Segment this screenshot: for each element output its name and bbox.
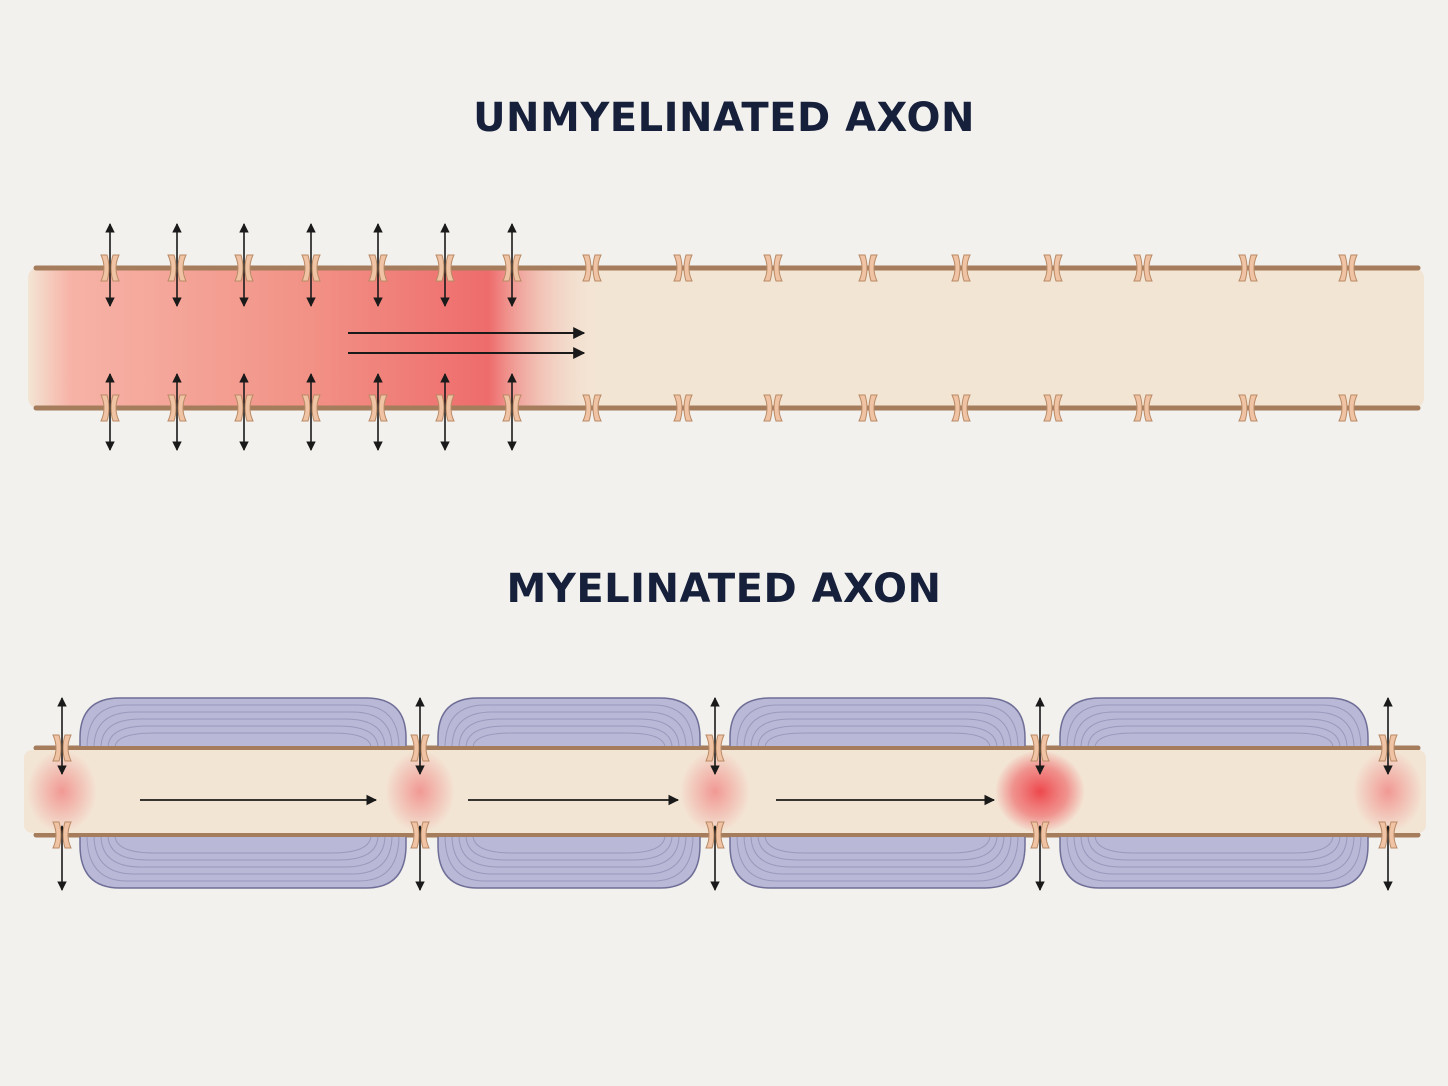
- myelinated-axon-diagram: [24, 697, 1426, 891]
- node-of-ranvier-channel-top: [1030, 734, 1050, 762]
- ion-channel-active-bottom: [100, 394, 120, 422]
- node-of-ranvier-channel-bottom: [52, 821, 72, 849]
- ion-channel-resting-bottom: [858, 394, 878, 422]
- ion-channel-active-bottom: [368, 394, 388, 422]
- ion-channel-resting-bottom: [582, 394, 602, 422]
- node-glow: [385, 750, 455, 833]
- node-glow: [680, 750, 750, 833]
- node-of-ranvier-channel-bottom: [1030, 821, 1050, 849]
- ion-channel-resting-bottom: [1133, 394, 1153, 422]
- myelin-sheath: [437, 697, 701, 889]
- myelin-sheath: [729, 697, 1026, 889]
- ion-channel-resting-bottom: [1238, 394, 1258, 422]
- ion-channel-resting-top: [1133, 254, 1153, 282]
- ion-channel-active-bottom: [502, 394, 522, 422]
- myelin-sheath: [79, 697, 407, 889]
- ion-channel-active-top: [100, 254, 120, 282]
- active-node-depolarization: [995, 750, 1085, 833]
- ion-channel-resting-top: [1338, 254, 1358, 282]
- node-of-ranvier-channel-bottom: [410, 821, 430, 849]
- ion-channel-active-top: [368, 254, 388, 282]
- node-of-ranvier-channel-bottom: [1378, 821, 1398, 849]
- node-of-ranvier-channel-top: [1378, 734, 1398, 762]
- ion-channel-resting-bottom: [763, 394, 783, 422]
- ion-channel-resting-bottom: [1043, 394, 1063, 422]
- node-of-ranvier-channel-top: [410, 734, 430, 762]
- ion-channel-active-bottom: [435, 394, 455, 422]
- unmyelinated-axon-title: UNMYELINATED AXON: [473, 95, 975, 141]
- ion-channel-resting-top: [582, 254, 602, 282]
- myelin-sheath: [1059, 697, 1369, 889]
- node-glow: [27, 750, 97, 833]
- ion-channel-resting-bottom: [1338, 394, 1358, 422]
- ion-channel-resting-top: [1238, 254, 1258, 282]
- ion-channel-resting-top: [951, 254, 971, 282]
- node-of-ranvier-channel-top: [52, 734, 72, 762]
- ion-channel-resting-top: [673, 254, 693, 282]
- myelinated-axon-title: MYELINATED AXON: [506, 566, 942, 612]
- depolarized-region: [28, 268, 1424, 408]
- ion-channel-active-top: [301, 254, 321, 282]
- node-of-ranvier-channel-top: [705, 734, 725, 762]
- ion-channel-active-top: [234, 254, 254, 282]
- ion-channel-active-bottom: [301, 394, 321, 422]
- ion-channel-active-top: [435, 254, 455, 282]
- ion-channel-resting-top: [1043, 254, 1063, 282]
- node-glow: [1353, 750, 1423, 833]
- ion-channel-resting-bottom: [673, 394, 693, 422]
- ion-channel-active-top: [502, 254, 522, 282]
- ion-channel-resting-bottom: [951, 394, 971, 422]
- ion-channel-resting-top: [763, 254, 783, 282]
- node-of-ranvier-channel-bottom: [705, 821, 725, 849]
- ion-channel-resting-top: [858, 254, 878, 282]
- ion-channel-active-bottom: [167, 394, 187, 422]
- ion-channel-active-top: [167, 254, 187, 282]
- unmyelinated-axon-diagram: [28, 223, 1424, 451]
- ion-channel-active-bottom: [234, 394, 254, 422]
